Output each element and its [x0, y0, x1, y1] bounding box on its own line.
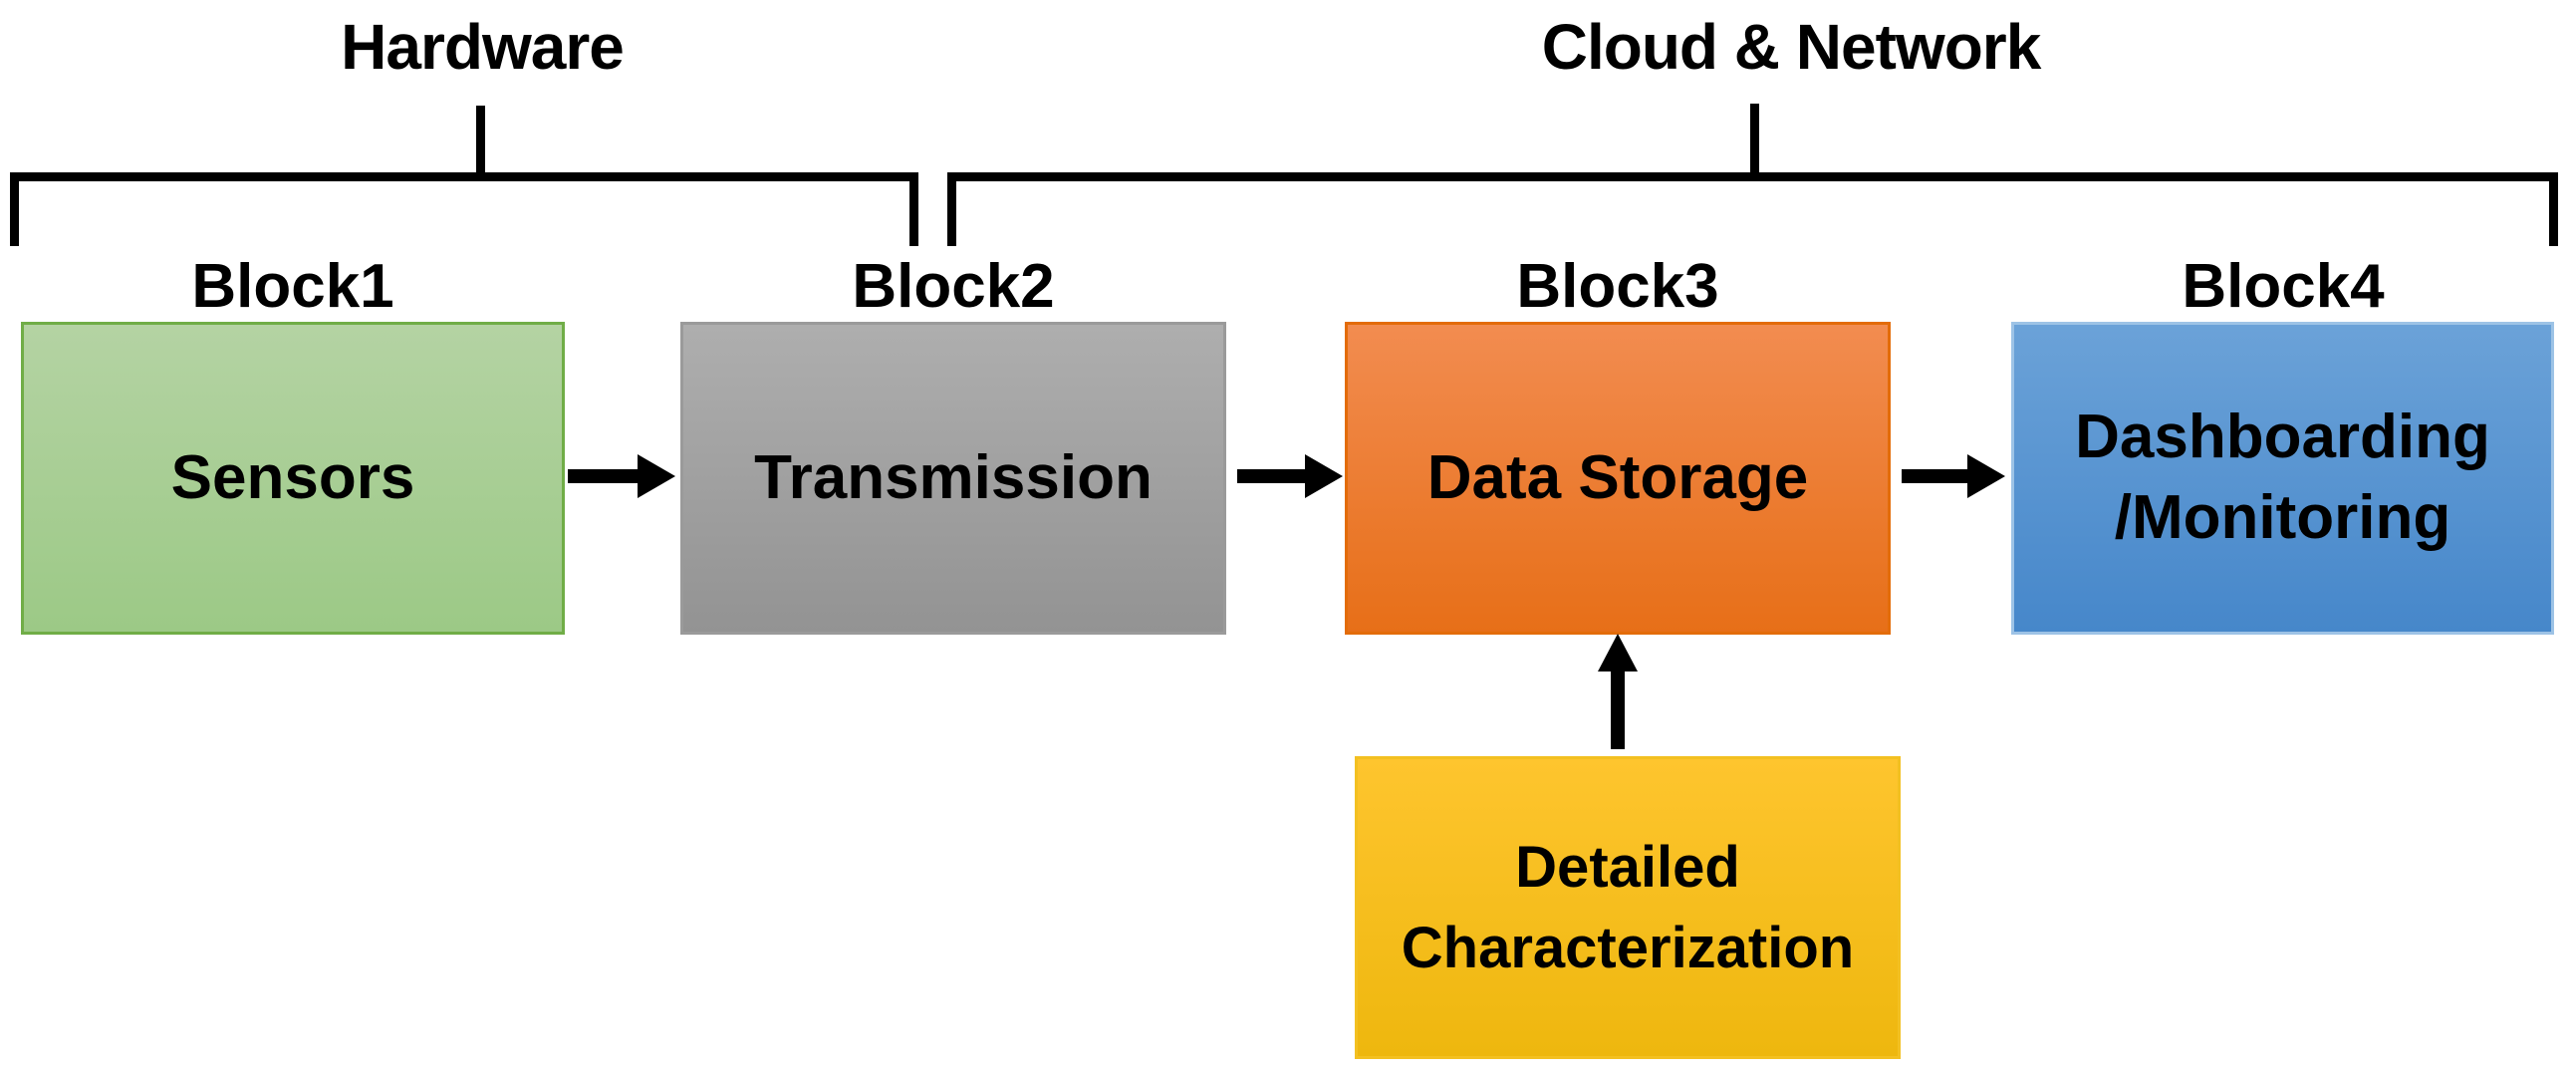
block4-label: Block4 — [2182, 252, 2385, 321]
arrow-head — [638, 454, 675, 498]
arrow-shaft — [1611, 668, 1625, 749]
block3-label: Block3 — [1516, 252, 1719, 321]
detail-box-text-line2: Characterization — [1401, 916, 1855, 980]
block1-label: Block1 — [191, 252, 394, 321]
sensors-box: Sensors — [21, 322, 565, 635]
dashboarding-box-text-line1: Dashboarding — [2075, 403, 2490, 472]
detailed-characterization-box: Detailed Characterization — [1355, 756, 1901, 1059]
arrow-head — [1305, 454, 1343, 498]
dashboarding-box-text-line2: /Monitoring — [2114, 483, 2451, 552]
data-storage-box-text: Data Storage — [1426, 442, 1809, 512]
group-label-hardware: Hardware — [341, 11, 625, 83]
cloud-network-bracket-stem — [1750, 104, 1759, 181]
sensors-box-text: Sensors — [170, 442, 415, 512]
detail-box-text-line1: Detailed — [1515, 834, 1740, 900]
hardware-bracket-stem — [476, 106, 485, 181]
hardware-bracket — [10, 172, 918, 246]
group-label-cloud-network: Cloud & Network — [1541, 11, 2042, 83]
transmission-box: Transmission — [680, 322, 1226, 635]
transmission-box-text: Transmission — [754, 442, 1153, 512]
arrow-head — [1967, 454, 2005, 498]
cloud-network-bracket — [947, 172, 2558, 246]
arrow-shaft — [1237, 469, 1307, 483]
dashboarding-monitoring-box: Dashboarding /Monitoring — [2011, 322, 2554, 635]
arrow-head — [1598, 634, 1638, 671]
data-storage-box: Data Storage — [1345, 322, 1891, 635]
block2-label: Block2 — [852, 252, 1055, 321]
arrow-shaft — [1902, 469, 1969, 483]
arrow-shaft — [568, 469, 640, 483]
